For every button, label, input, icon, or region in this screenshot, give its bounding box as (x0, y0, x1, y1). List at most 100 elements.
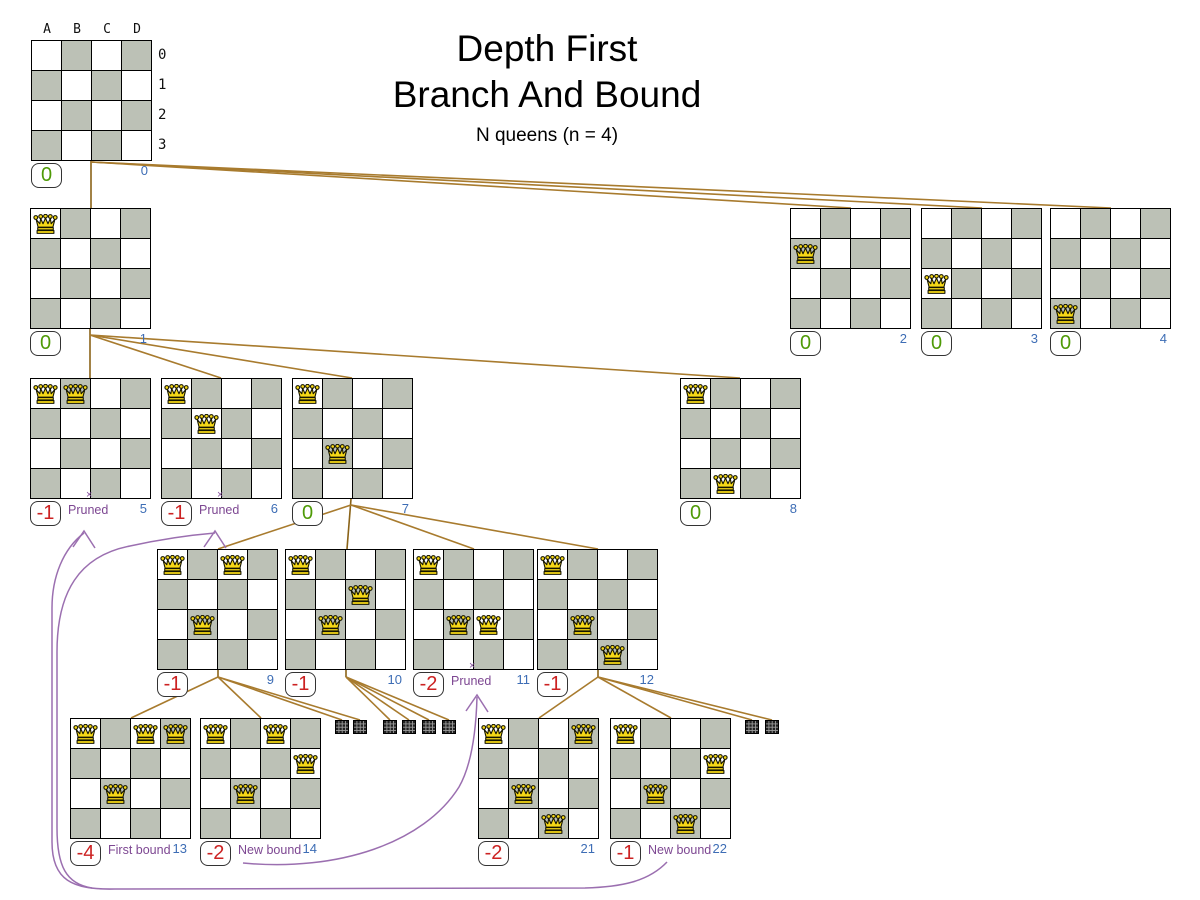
cell-C1 (1111, 239, 1140, 268)
arrow-newbound22-to-pruned5 (51, 532, 668, 890)
cell-B3 (61, 469, 90, 498)
queen-icon (600, 645, 625, 665)
title-block: Depth First Branch And Bound N queens (n… (97, 26, 997, 147)
cell-A2 (201, 779, 230, 808)
diagram-title-line2: Branch And Bound (392, 74, 702, 115)
cell-C2 (474, 610, 503, 639)
cell-C0 (539, 719, 568, 748)
score-badge-node-3: 0 (921, 331, 952, 356)
cell-B0 (1081, 209, 1110, 238)
score-badge-node-10: -1 (285, 672, 316, 697)
cell-A2 (162, 439, 191, 468)
cell-B2 (192, 439, 221, 468)
queen-icon (133, 724, 158, 744)
queen-icon (570, 615, 595, 635)
cell-B1 (323, 409, 352, 438)
node-index-14: 14 (302, 841, 317, 856)
cell-A0 (611, 719, 640, 748)
collapsed-node-icon (353, 720, 367, 734)
prune-x-mark-5: × (86, 489, 93, 501)
cell-D1 (252, 409, 281, 438)
cell-D0 (248, 550, 277, 579)
cell-A1 (611, 749, 640, 778)
pruned-label-5: Pruned (68, 503, 109, 517)
cell-B0 (444, 550, 473, 579)
cell-A3 (479, 809, 508, 838)
cell-B0 (711, 379, 740, 408)
row-label-3: 3 (158, 137, 167, 153)
queen-icon (103, 784, 128, 804)
score-badge-node-6: -1 (161, 501, 192, 526)
cell-B0 (641, 719, 670, 748)
queen-icon (263, 724, 288, 744)
cell-D0 (252, 379, 281, 408)
queen-icon (1053, 304, 1078, 324)
cell-A0 (32, 41, 61, 70)
node-index-4: 4 (1159, 331, 1167, 346)
queen-icon (713, 474, 738, 494)
cell-A1 (791, 239, 820, 268)
cell-A2 (31, 269, 60, 298)
cell-B2 (444, 610, 473, 639)
cell-C3 (982, 299, 1011, 328)
cell-A3 (922, 299, 951, 328)
cell-D2 (1012, 269, 1041, 298)
cell-B0 (188, 550, 217, 579)
cell-D3 (161, 809, 190, 838)
cell-B3 (821, 299, 850, 328)
column-label-C: C (103, 22, 111, 37)
cell-B2 (62, 101, 91, 130)
queen-icon (540, 555, 565, 575)
node-index-7: 7 (401, 501, 409, 516)
cell-D1 (291, 749, 320, 778)
cell-A3 (414, 640, 443, 669)
cell-C0 (131, 719, 160, 748)
cell-D0 (291, 719, 320, 748)
cell-D0 (881, 209, 910, 238)
queen-icon (63, 384, 88, 404)
queen-icon (220, 555, 245, 575)
cell-C2 (346, 610, 375, 639)
cell-C1 (851, 239, 880, 268)
cell-A0 (1051, 209, 1080, 238)
tree-edge (89, 334, 222, 379)
board-node-2 (790, 208, 911, 329)
queen-icon (163, 724, 188, 744)
cell-A2 (611, 779, 640, 808)
board-node-9 (157, 549, 278, 670)
cell-A1 (922, 239, 951, 268)
board-node-6 (161, 378, 282, 499)
cell-D2 (701, 779, 730, 808)
cell-D2 (121, 439, 150, 468)
cell-B2 (821, 269, 850, 298)
board-node-12 (537, 549, 658, 670)
cell-A0 (31, 209, 60, 238)
cell-A0 (479, 719, 508, 748)
cell-A1 (32, 71, 61, 100)
queen-icon (288, 555, 313, 575)
queen-icon (73, 724, 98, 744)
cell-B1 (444, 580, 473, 609)
node-index-0: 0 (140, 163, 148, 178)
bound-label-22: New bound (648, 843, 712, 857)
arrow-newbound14-to-pruned11 (242, 696, 478, 866)
prune-x-mark-6: × (217, 489, 224, 501)
cell-D2 (569, 779, 598, 808)
tree-edge (597, 676, 672, 719)
collapsed-node-icon (422, 720, 436, 734)
node-index-5: 5 (139, 501, 147, 516)
cell-A3 (611, 809, 640, 838)
cell-D1 (881, 239, 910, 268)
cell-D2 (504, 610, 533, 639)
cell-D2 (291, 779, 320, 808)
cell-A1 (293, 409, 322, 438)
cell-C1 (91, 239, 120, 268)
cell-A0 (922, 209, 951, 238)
cell-A1 (414, 580, 443, 609)
cell-C0 (92, 41, 121, 70)
cell-C1 (92, 71, 121, 100)
cell-C0 (353, 379, 382, 408)
cell-C3 (261, 809, 290, 838)
tree-edge (217, 676, 343, 721)
